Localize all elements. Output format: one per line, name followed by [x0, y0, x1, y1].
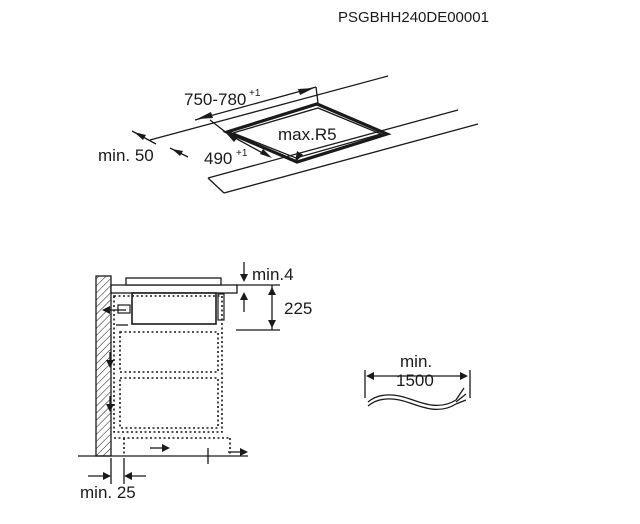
side-section-view: min.4 225 min. 25: [78, 262, 312, 502]
cutout-inner-edge: [231, 107, 383, 159]
cutout-width-label: 750-780: [184, 90, 246, 109]
cutout-width-tolerance: +1: [249, 88, 261, 99]
wall: [95, 275, 112, 457]
wall-gap-label: min. 25: [80, 483, 136, 502]
cutout-outline: [222, 102, 392, 164]
worktop-perspective: 750-780 +1 490 +1 max.R5 min. 50: [98, 75, 479, 194]
height-label: 225: [284, 299, 312, 318]
power-cable: [367, 394, 457, 407]
hob-body: [131, 292, 217, 325]
edge-distance-label: min. 50: [98, 146, 154, 165]
hob-glass: [125, 277, 222, 286]
cutout-depth-label: 490: [204, 149, 232, 168]
worktop-section: [110, 284, 238, 294]
cable-min-label: min.: [400, 352, 432, 371]
document-code: PSGBHH240DE00001: [338, 9, 489, 26]
top-gap-label: min.4: [252, 265, 294, 284]
cutout-radius-label: max.R5: [278, 125, 337, 144]
cable-length: min. 1500: [364, 352, 471, 411]
cutout-depth-tolerance: +1: [236, 148, 248, 159]
cable-length-label: 1500: [396, 371, 434, 390]
